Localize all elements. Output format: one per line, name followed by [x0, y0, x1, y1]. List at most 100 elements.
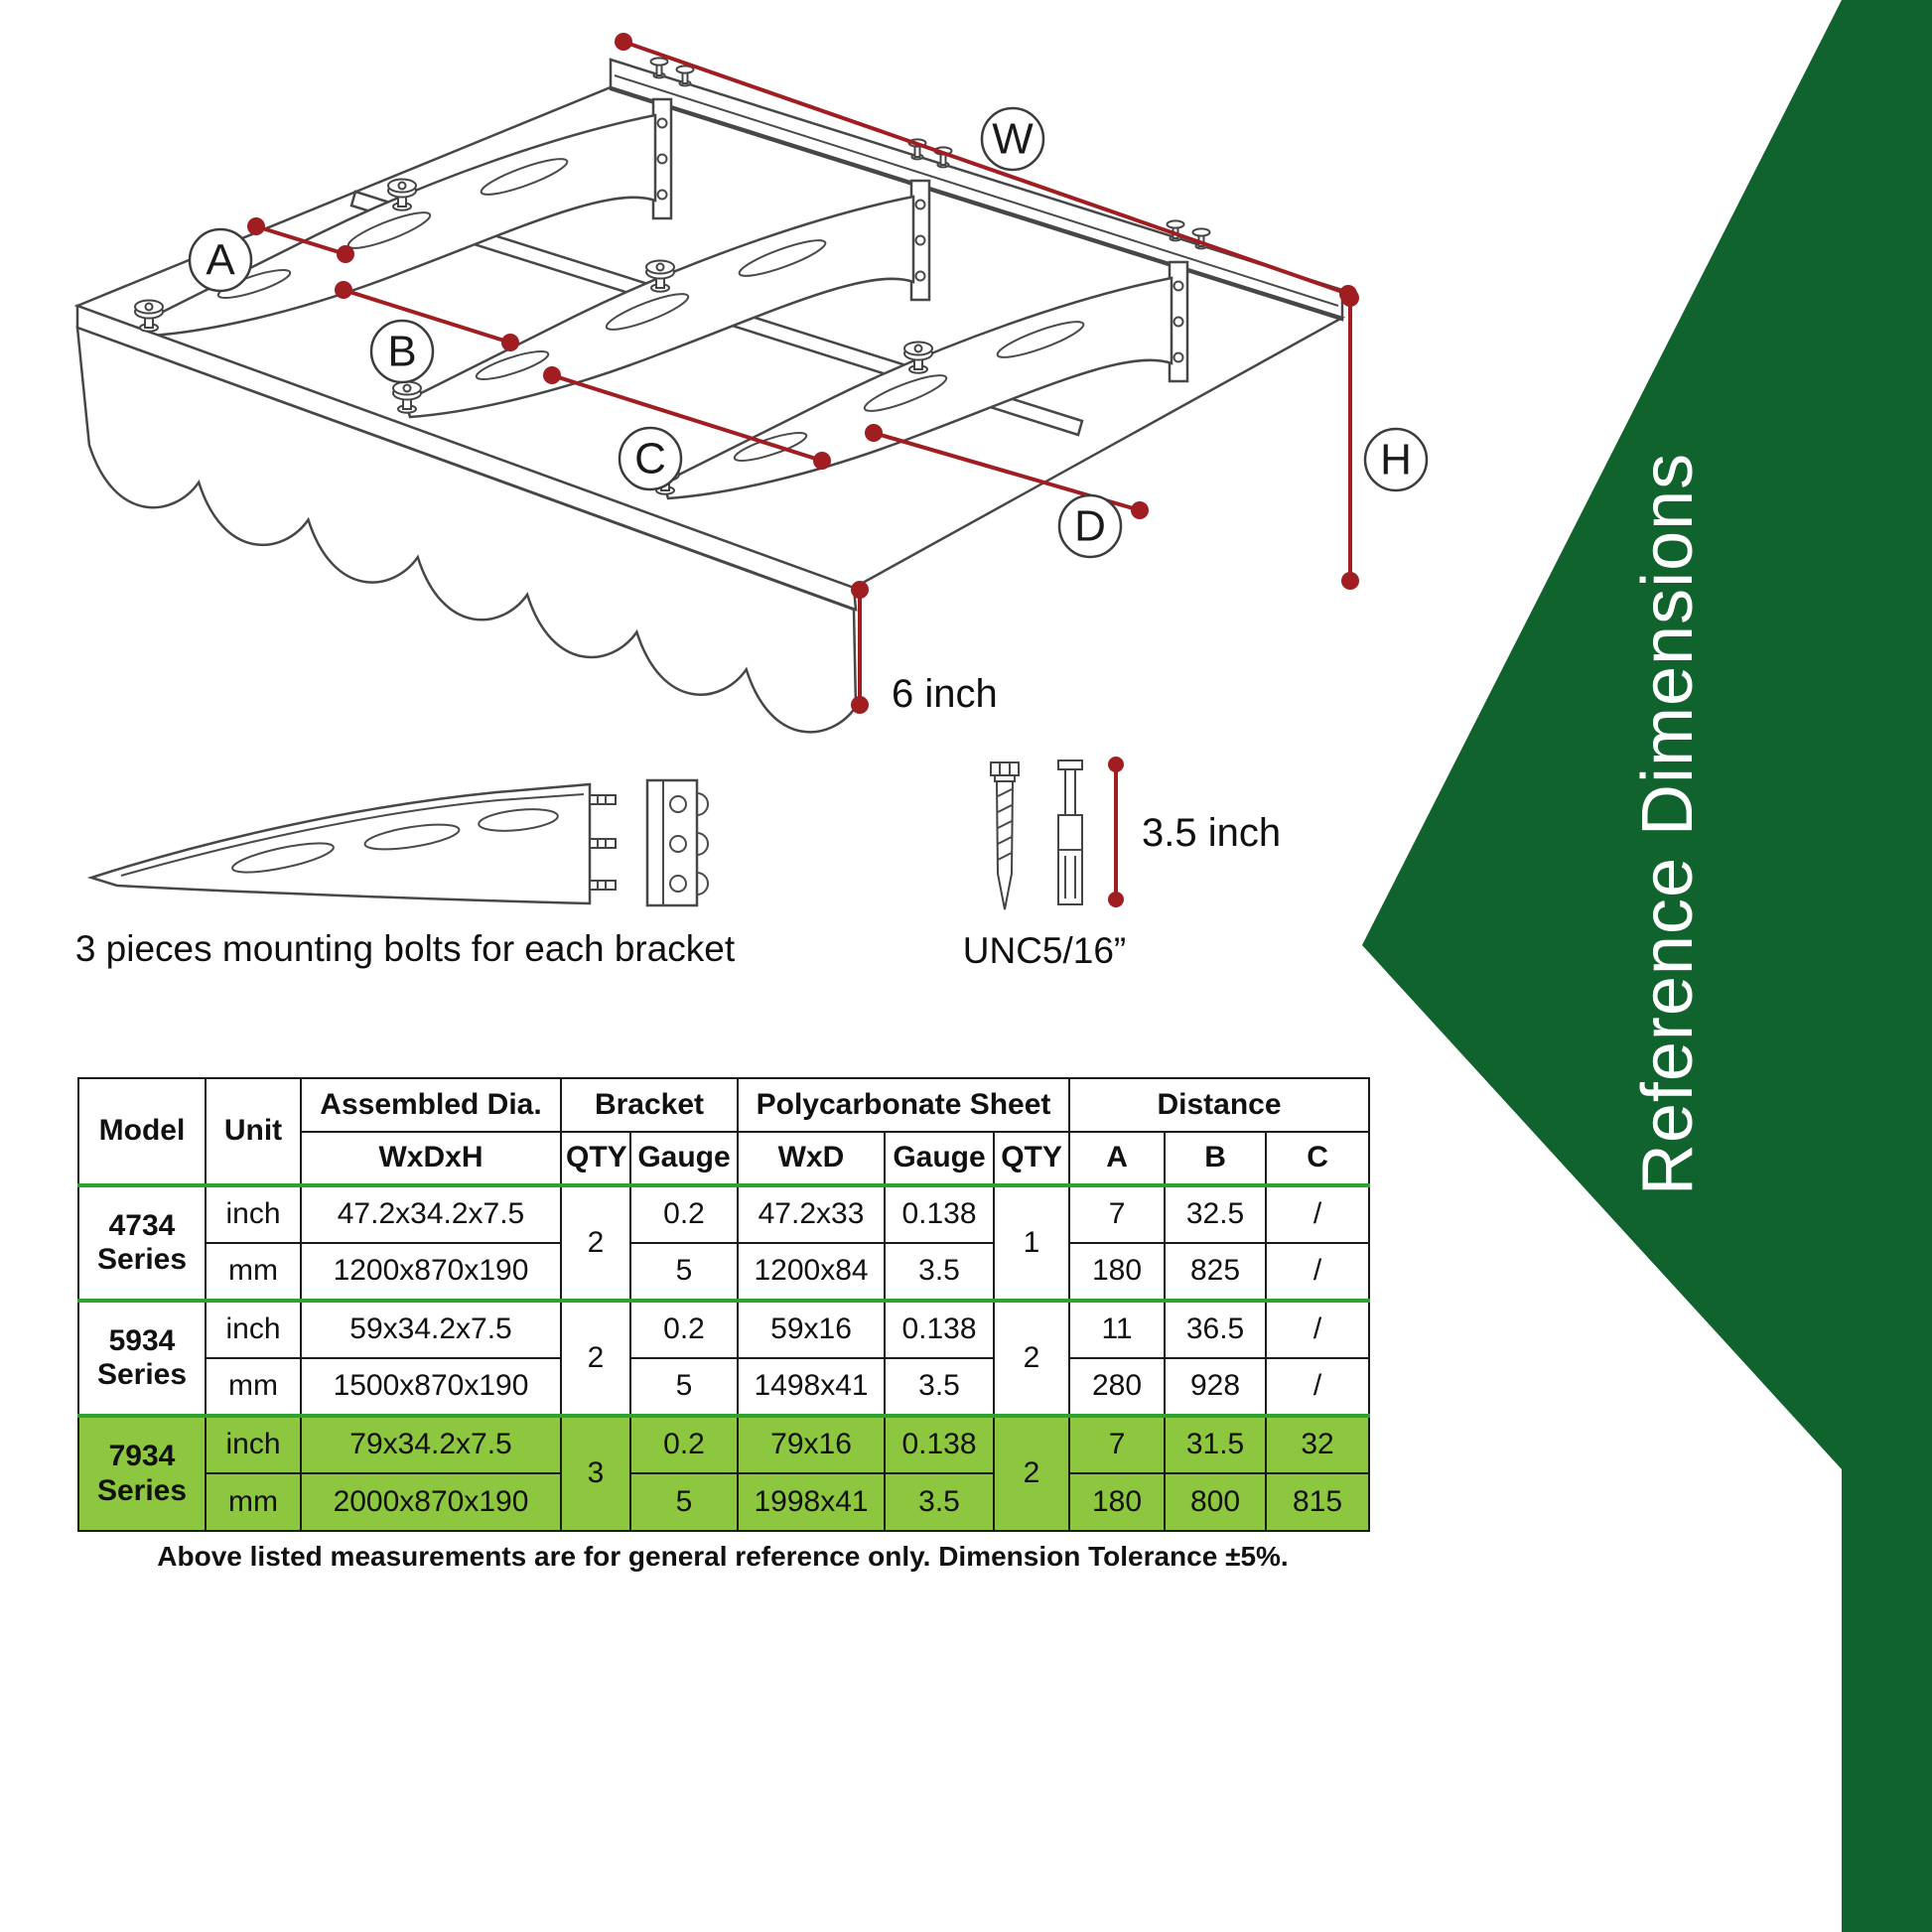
cell-dist-a: 180: [1068, 1242, 1167, 1302]
cell-wdh: 79x34.2x7.5: [300, 1414, 562, 1474]
dim-endpoint-dots: [247, 33, 1359, 714]
col-header-distance: Distance: [1068, 1077, 1371, 1133]
wall-mount-bar-edge: [614, 74, 1339, 307]
table-row: mm 1200x870x190 5 1200x84 3.5 180 825 /: [78, 1242, 1371, 1302]
cell-sheet-gauge: 0.138: [884, 1414, 996, 1474]
dim-label-d: D: [1057, 493, 1123, 559]
dimension-lines: [247, 33, 1359, 714]
cell-dist-c: /: [1265, 1357, 1371, 1417]
cell-sheet-wxd: 59x16: [737, 1299, 887, 1359]
dim-label-d-text: D: [1074, 502, 1106, 551]
dim-label-w-text: W: [992, 115, 1034, 164]
support-bracket-1: [145, 97, 673, 338]
bracket-edge-line: [120, 793, 585, 877]
cell-model: 4734 Series: [77, 1183, 207, 1302]
bracket-caption: 3 pieces mounting bolts for each bracket: [75, 928, 736, 969]
fixing-knob: [392, 380, 422, 414]
dim-label-a: A: [188, 227, 253, 293]
anchor-bolts-view: [990, 757, 1124, 910]
cell-sheet-qty: 2: [993, 1299, 1071, 1417]
cell-dist-c: /: [1265, 1183, 1371, 1244]
col-header-bracket-qty: QTY: [560, 1131, 631, 1186]
bracket-slot: [478, 808, 559, 832]
cell-wdh: 47.2x34.2x7.5: [300, 1183, 562, 1244]
cell-wdh: 1500x870x190: [300, 1357, 562, 1417]
cell-unit: inch: [205, 1183, 302, 1244]
cell-sheet-wxd: 1998x41: [737, 1472, 887, 1532]
dim-label-c: C: [618, 426, 683, 491]
col-header-sheet-wxd: WxD: [737, 1131, 887, 1186]
cell-dist-c: 32: [1265, 1414, 1371, 1474]
mounting-bolt: [675, 65, 695, 87]
col-header-wdh: WxDxH: [300, 1131, 562, 1186]
front-rail: [75, 304, 858, 612]
cell-sheet-gauge: 0.138: [884, 1183, 996, 1244]
col-header-sheet-qty: QTY: [993, 1131, 1071, 1186]
bracket-slot: [231, 842, 335, 874]
bracket-side-view: [86, 782, 592, 905]
cell-unit: mm: [205, 1472, 302, 1532]
cell-bracket-gauge: 0.2: [628, 1414, 740, 1474]
col-header-dist-c: C: [1265, 1131, 1371, 1186]
cell-sheet-gauge: 0.138: [884, 1299, 996, 1359]
cell-dist-a: 180: [1068, 1472, 1167, 1532]
cell-unit: mm: [205, 1357, 302, 1417]
dim-label-w: W: [980, 106, 1045, 172]
dim-line-a: [255, 224, 346, 256]
cell-sheet-gauge: 3.5: [884, 1357, 996, 1417]
cell-sheet-gauge: 3.5: [884, 1242, 996, 1302]
cell-dist-b: 32.5: [1164, 1183, 1268, 1244]
cell-dist-c: /: [1265, 1242, 1371, 1302]
dim-endpoint-dot: [1108, 757, 1124, 772]
cell-unit: inch: [205, 1299, 302, 1359]
dim-line-w: [622, 40, 1349, 296]
front-drop-label: 6 inch: [892, 672, 998, 716]
cell-sheet-wxd: 47.2x33: [737, 1183, 887, 1244]
fixing-knob: [134, 299, 164, 333]
cell-bracket-qty: 3: [560, 1414, 631, 1532]
col-header-dist-a: A: [1068, 1131, 1167, 1186]
bolt-length-label: 3.5 inch: [1142, 811, 1281, 855]
cell-dist-a: 7: [1068, 1183, 1167, 1244]
fixing-knob: [645, 259, 675, 293]
cell-model: 7934 Series: [77, 1414, 207, 1532]
cell-sheet-gauge: 3.5: [884, 1472, 996, 1532]
table-row-highlighted: mm 2000x870x190 5 1998x41 3.5 180 800 81…: [78, 1472, 1371, 1532]
col-header-sheet: Polycarbonate Sheet: [737, 1077, 1071, 1133]
cell-sheet-wxd: 1498x41: [737, 1357, 887, 1417]
cell-dist-a: 7: [1068, 1414, 1167, 1474]
bracket-back-plate-view: [645, 778, 709, 907]
cell-model: 5934 Series: [77, 1299, 207, 1417]
cell-bracket-gauge: 5: [628, 1357, 740, 1417]
col-header-model: Model: [77, 1077, 207, 1186]
cell-sheet-wxd: 1200x84: [737, 1242, 887, 1302]
cell-dist-c: 815: [1265, 1472, 1371, 1532]
dim-label-b-text: B: [387, 328, 416, 376]
col-header-bracket: Bracket: [559, 1077, 740, 1133]
front-valance: [75, 326, 858, 734]
cell-bracket-qty: 2: [560, 1299, 631, 1417]
cell-bracket-qty: 2: [560, 1183, 631, 1302]
cell-dist-a: 11: [1068, 1299, 1167, 1359]
bracket-slot: [363, 823, 461, 851]
dim-endpoint-dot: [1108, 892, 1124, 907]
cell-sheet-qty: 1: [993, 1183, 1071, 1302]
bracket-detail-view: [86, 778, 709, 907]
table-row-highlighted: 7934 Series inch 79x34.2x7.5 3 0.2 79x16…: [77, 1414, 1371, 1532]
cell-wdh: 1200x870x190: [300, 1242, 562, 1302]
table-row: mm 1500x870x190 5 1498x41 3.5 280 928 /: [78, 1357, 1371, 1417]
expansion-anchor: [1057, 759, 1083, 905]
col-header-assembled: Assembled Dia.: [300, 1077, 562, 1133]
col-header-dist-b: B: [1164, 1131, 1268, 1186]
dim-line-c: [551, 373, 823, 463]
bolt-spec-label: UNC5/16”: [963, 930, 1127, 971]
dim-label-a-text: A: [206, 236, 235, 285]
cell-bracket-gauge: 0.2: [628, 1183, 740, 1244]
cell-dist-b: 825: [1164, 1242, 1268, 1302]
dim-line-b: [343, 288, 511, 345]
mounting-bolt: [649, 57, 669, 79]
tolerance-footnote: Above listed measurements are for genera…: [157, 1541, 1289, 1572]
cell-bracket-gauge: 0.2: [628, 1299, 740, 1359]
awning-technical-drawing: W A B C D H 6 inch 3.5 inch UNC5/16” 3 p…: [73, 33, 1429, 971]
